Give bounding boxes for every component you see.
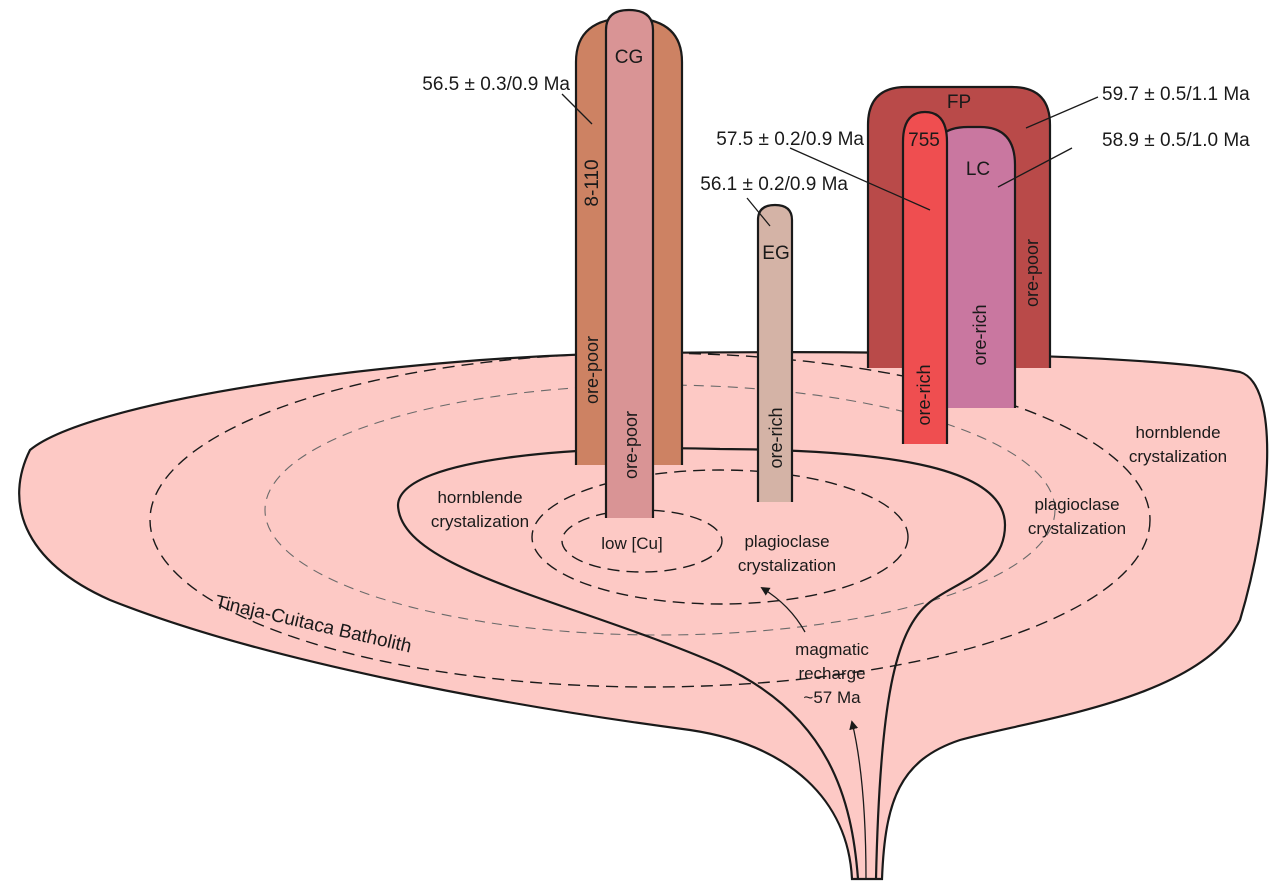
tag-cg: ore-poor — [621, 411, 641, 479]
age-755: 57.5 ± 0.2/0.9 Ma — [716, 129, 864, 150]
tag-8-110: ore-poor — [582, 336, 602, 404]
tag-lc: ore-rich — [970, 304, 990, 365]
label-fp: FP — [947, 92, 971, 113]
label-eg: EG — [762, 243, 789, 264]
label-lc: LC — [966, 159, 990, 180]
tag-fp: ore-poor — [1022, 239, 1042, 307]
tag-eg: ore-rich — [766, 407, 786, 468]
age-fp: 59.7 ± 0.5/1.1 Ma — [1102, 84, 1250, 105]
core-label: low [Cu] — [601, 534, 662, 553]
age-eg: 56.1 ± 0.2/0.9 Ma — [700, 174, 848, 195]
label-cg: CG — [615, 47, 644, 68]
age-8-110: 56.5 ± 0.3/0.9 Ma — [422, 74, 570, 95]
label-8-110: 8-110 — [582, 159, 603, 206]
label-755: 755 — [908, 130, 940, 151]
age-lc: 58.9 ± 0.5/1.0 Ma — [1102, 130, 1250, 151]
tag-755: ore-rich — [914, 364, 934, 425]
